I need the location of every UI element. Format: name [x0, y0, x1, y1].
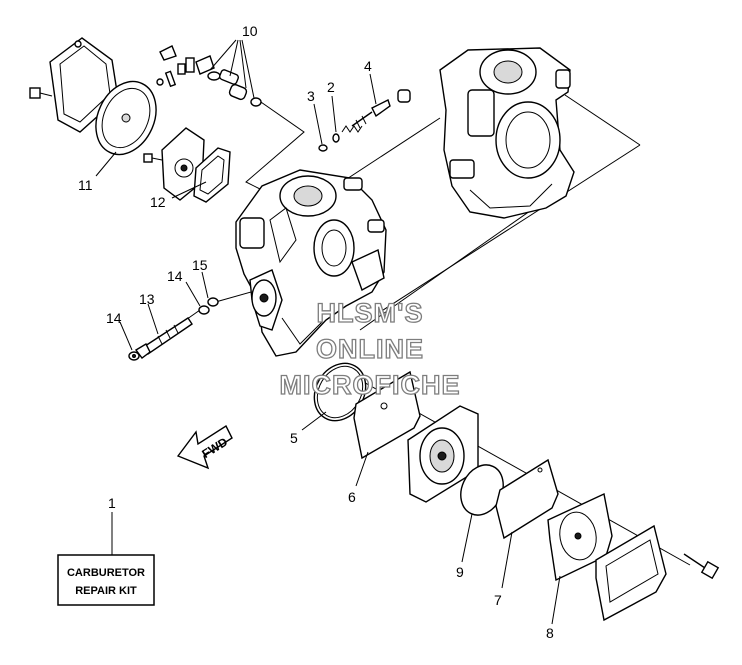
callout-12: 12 [150, 194, 166, 210]
pump-diaphragm [495, 458, 559, 540]
watermark: HLSM'S ONLINE MICROFICHE [279, 297, 461, 400]
callout-4: 4 [364, 58, 372, 74]
spring [341, 125, 363, 133]
callout-1: 1 [108, 495, 116, 511]
callout-8: 8 [546, 625, 554, 641]
repair-kit-label: CARBURETOR REPAIR KIT [57, 554, 155, 606]
cap [397, 89, 411, 103]
gasket-plate [353, 370, 421, 460]
screw [29, 87, 53, 99]
fwd-arrow-icon: FWD [176, 424, 233, 470]
callout-2: 2 [327, 79, 335, 95]
pilot-screw [351, 99, 391, 129]
callout-7: 7 [494, 592, 502, 608]
fuel-pump-body [407, 405, 479, 503]
pump-gasket-outer [547, 492, 613, 582]
callout-9: 9 [456, 564, 464, 580]
callout-numbers: 1 2 3 4 5 6 7 8 9 10 11 12 13 14 14 15 [78, 23, 554, 641]
repair-kit-line2: REPAIR KIT [75, 585, 137, 597]
callout-3: 3 [307, 88, 315, 104]
callout-13: 13 [139, 291, 155, 307]
callout-10: 10 [242, 23, 258, 39]
small-fittings [156, 45, 215, 88]
diaphragm [95, 80, 157, 156]
carburetor-body-rear [439, 47, 575, 219]
watermark-line1: HLSM'S [317, 298, 424, 328]
leader-lines [95, 39, 561, 625]
adjusting-screw [134, 317, 193, 359]
nozzle-assembly [207, 69, 262, 107]
pump-cover [595, 524, 667, 622]
watermark-line3: MICROFICHE [280, 370, 461, 400]
callout-11: 11 [78, 177, 93, 193]
washer-lower [128, 351, 140, 361]
carburetor-body-main [235, 169, 387, 357]
callout-6: 6 [348, 489, 356, 505]
callout-14a: 14 [167, 268, 183, 284]
pump-gasket [193, 147, 231, 203]
washer [332, 133, 340, 143]
o-ring-needle [207, 297, 219, 307]
o-ring-small [318, 144, 328, 152]
watermark-line2: ONLINE [316, 334, 424, 364]
washer-upper [198, 305, 210, 315]
callout-15: 15 [192, 257, 208, 273]
cover-screw [683, 553, 720, 580]
callout-5: 5 [290, 430, 298, 446]
callout-14b: 14 [106, 310, 122, 326]
repair-kit-line1: CARBURETOR [67, 567, 145, 579]
